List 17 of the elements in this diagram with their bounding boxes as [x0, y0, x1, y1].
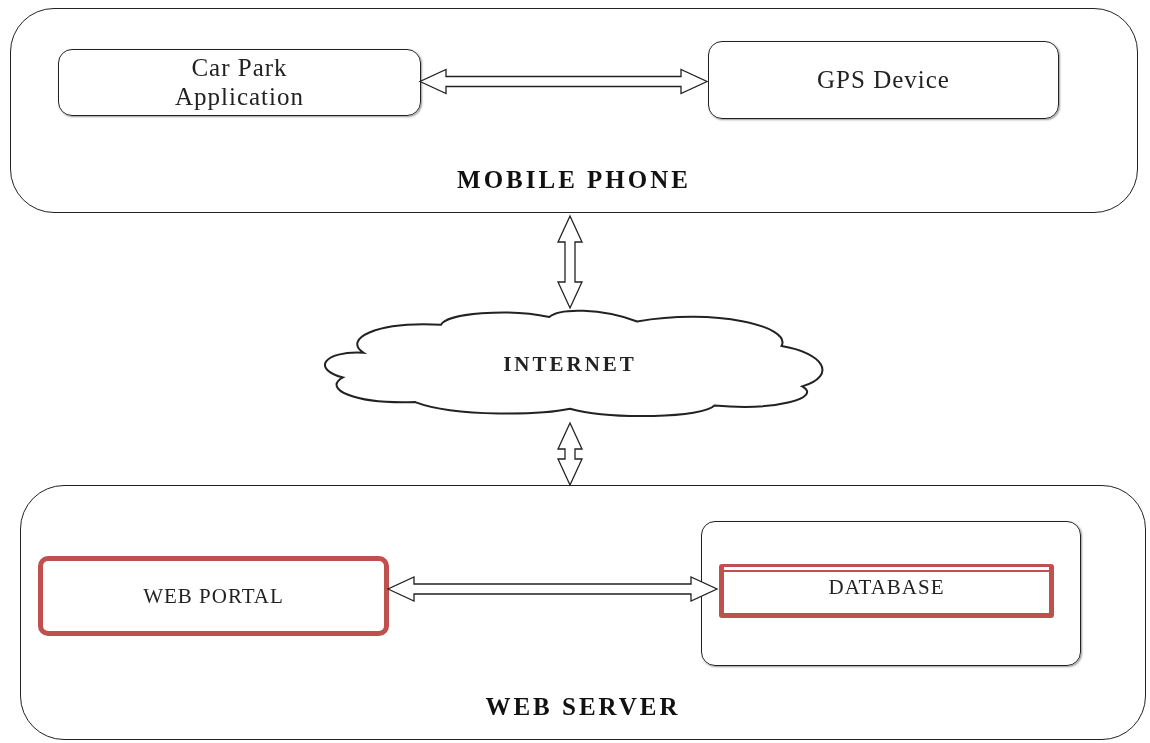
- rounded-box: [38, 556, 389, 636]
- rounded-box: [58, 49, 421, 116]
- node-label: Car Park Application: [174, 53, 305, 112]
- double-arrow: [418, 68, 709, 95]
- double-arrow: [557, 421, 583, 487]
- container-title: MOBILE PHONE: [457, 166, 691, 194]
- container-title: WEB SERVER: [485, 693, 681, 721]
- database-symbol: [719, 564, 1054, 618]
- node-label: INTERNET: [503, 351, 637, 377]
- rounded-box: [708, 41, 1059, 119]
- double-arrow: [557, 214, 583, 310]
- node-label: DATABASE: [828, 575, 945, 600]
- node-label: GPS Device: [817, 65, 950, 95]
- double-arrow: [386, 576, 719, 602]
- device-panel: [20, 485, 1146, 740]
- node-label: WEB PORTAL: [143, 583, 284, 609]
- rounded-box: [701, 521, 1081, 666]
